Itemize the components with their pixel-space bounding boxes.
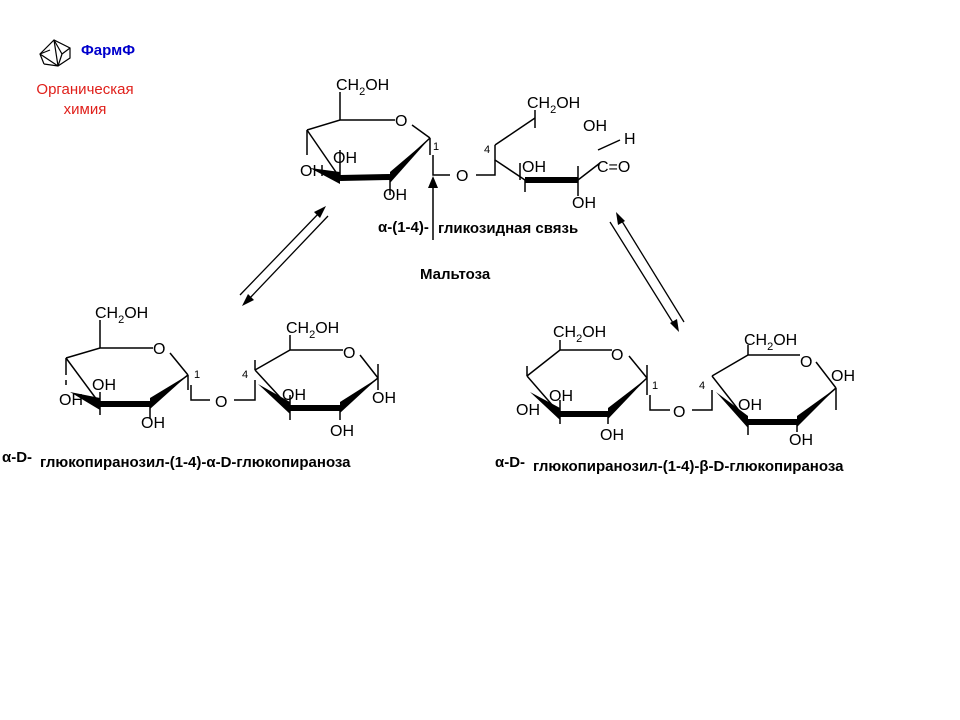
top-ch2oh-2: CH2OH: [527, 95, 580, 116]
logo-block: ФармФ Органическая химия: [0, 0, 175, 125]
beta-anomer-structure: [526, 340, 837, 435]
right-oh-e: OH: [738, 397, 762, 414]
right-ch2oh-1: CH2OH: [553, 324, 606, 345]
right-ch2oh-2: CH2OH: [744, 332, 797, 353]
adamantane-icon: [39, 39, 71, 67]
right-name-prefix: α-D-: [495, 454, 525, 471]
left-oh-d: OH: [282, 387, 306, 404]
top-ch2oh-1: CH2OH: [336, 77, 389, 98]
left-ring-o-2: O: [343, 345, 355, 362]
subject-line-2: химия: [63, 101, 107, 118]
top-co: C=O: [597, 159, 630, 176]
left-ring-o-1: O: [153, 341, 165, 358]
left-pos-1: 1: [194, 369, 200, 381]
right-oh-c: OH: [600, 427, 624, 444]
top-h: H: [624, 131, 636, 148]
top-oh-a: OH: [300, 163, 324, 180]
left-oh-b: OH: [92, 377, 116, 394]
left-oh-c: OH: [141, 415, 165, 432]
right-pos-4: 4: [699, 380, 705, 392]
subject-line-1: Органическая: [36, 81, 134, 98]
left-name-prefix: α-D-: [2, 449, 32, 466]
bond-text: гликозидная связь: [438, 220, 578, 237]
top-pos-4: 4: [484, 144, 490, 156]
top-oh-d: OH: [583, 118, 607, 135]
left-ch2oh-1: CH2OH: [95, 305, 148, 326]
top-oh-f: OH: [572, 195, 596, 212]
top-pos-1: 1: [433, 141, 439, 153]
left-oh-e: OH: [372, 390, 396, 407]
left-oh-f: OH: [330, 423, 354, 440]
right-pos-1: 1: [652, 380, 658, 392]
top-oh-e: OH: [522, 159, 546, 176]
brand-name: ФармФ: [81, 42, 136, 59]
maltose-structure: [306, 92, 621, 240]
right-ring-o-1: O: [611, 347, 623, 364]
bond-prefix: α-(1-4)-: [378, 219, 429, 236]
equilibrium-arrow-right: [609, 212, 685, 332]
top-oh-c: OH: [383, 187, 407, 204]
left-oh-a: OH: [59, 392, 83, 409]
alpha-anomer-structure: [65, 320, 379, 420]
top-oh-b: OH: [333, 150, 357, 167]
top-ring-o-1: O: [395, 113, 407, 130]
right-name: глюкопиранозил-(1-4)-β-D-глюкопираноза: [533, 458, 844, 475]
subject-title: Органическая химия: [0, 80, 170, 120]
top-bridge-o: O: [456, 168, 468, 185]
right-oh-b: OH: [549, 388, 573, 405]
left-name: глюкопиранозил-(1-4)-α-D-глюкопираноза: [40, 454, 351, 471]
equilibrium-arrow-left: [239, 206, 329, 306]
right-oh-f: OH: [789, 432, 813, 449]
left-pos-4: 4: [242, 369, 248, 381]
right-oh-d: OH: [831, 368, 855, 385]
right-bridge-o: O: [673, 404, 685, 421]
left-bridge-o: O: [215, 394, 227, 411]
left-ch2oh-2: CH2OH: [286, 320, 339, 341]
maltose-name: Мальтоза: [420, 266, 491, 283]
right-oh-a: OH: [516, 402, 540, 419]
right-ring-o-2: O: [800, 354, 812, 371]
